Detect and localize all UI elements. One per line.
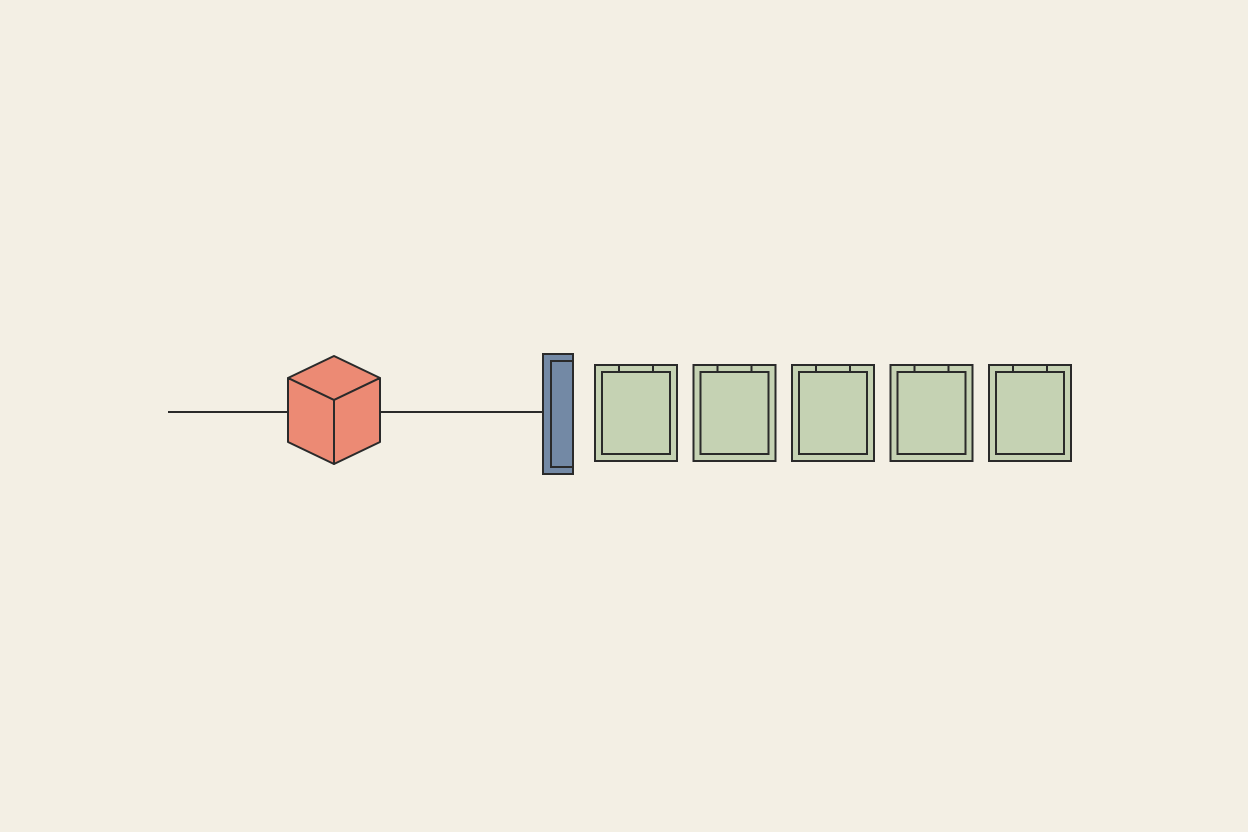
container-row	[594, 364, 1072, 462]
container-tab	[913, 365, 950, 373]
container-outer	[594, 364, 678, 462]
container-outer	[692, 364, 777, 462]
cube-icon	[287, 355, 381, 465]
container-icon	[594, 364, 678, 462]
container-outer	[988, 364, 1072, 462]
gate-bar-inner-bracket	[550, 360, 573, 468]
cube-right-face	[333, 377, 381, 465]
container-tab	[1012, 365, 1048, 373]
container-icon	[889, 364, 974, 462]
container-tab	[618, 365, 654, 373]
container-tab	[815, 365, 851, 373]
container-outer	[889, 364, 974, 462]
container-tab	[716, 365, 753, 373]
container-outer	[791, 364, 875, 462]
gate-bar-outer	[542, 353, 574, 475]
container-icon	[692, 364, 777, 462]
container-icon	[791, 364, 875, 462]
container-icon	[988, 364, 1072, 462]
gate-bar-icon	[542, 353, 574, 475]
